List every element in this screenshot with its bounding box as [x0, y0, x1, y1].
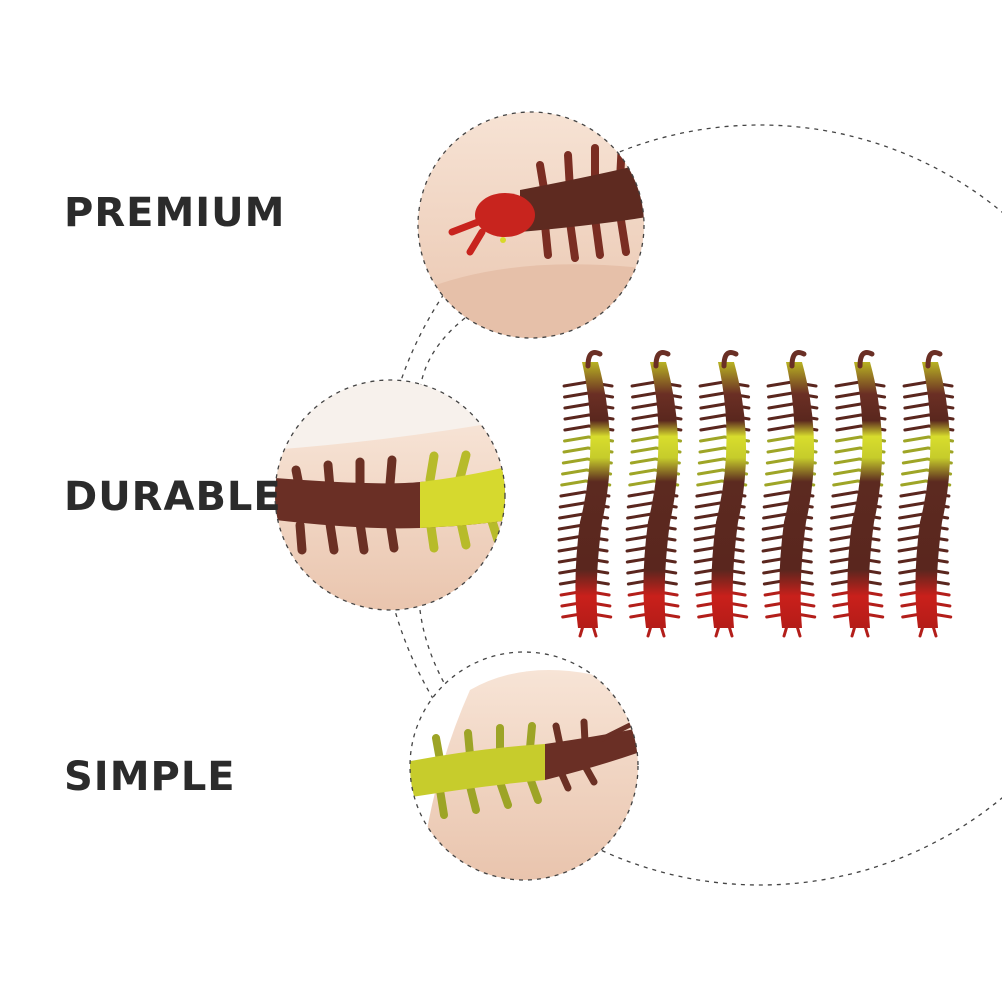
- toy-centipede: [829, 350, 887, 638]
- large-dashed-circle: [379, 124, 1002, 886]
- detail-circle-simple: [410, 652, 638, 880]
- detail-circle-durable: [275, 380, 505, 610]
- toy-centipede: [693, 350, 751, 638]
- feature-label-premium: PREMIUM: [64, 190, 286, 236]
- feature-label-simple: SIMPLE: [64, 754, 236, 800]
- toy-centipede: [897, 350, 955, 638]
- toy-centipede: [625, 350, 683, 638]
- detail-circle-premium: [418, 112, 644, 338]
- toy-centipede: [557, 350, 615, 638]
- connector-line-bottom: [419, 609, 449, 691]
- toy-centipede-group: [557, 350, 955, 638]
- feature-label-durable: DURABLE: [64, 474, 282, 520]
- connector-line-top: [419, 317, 466, 391]
- toy-centipede: [761, 350, 819, 638]
